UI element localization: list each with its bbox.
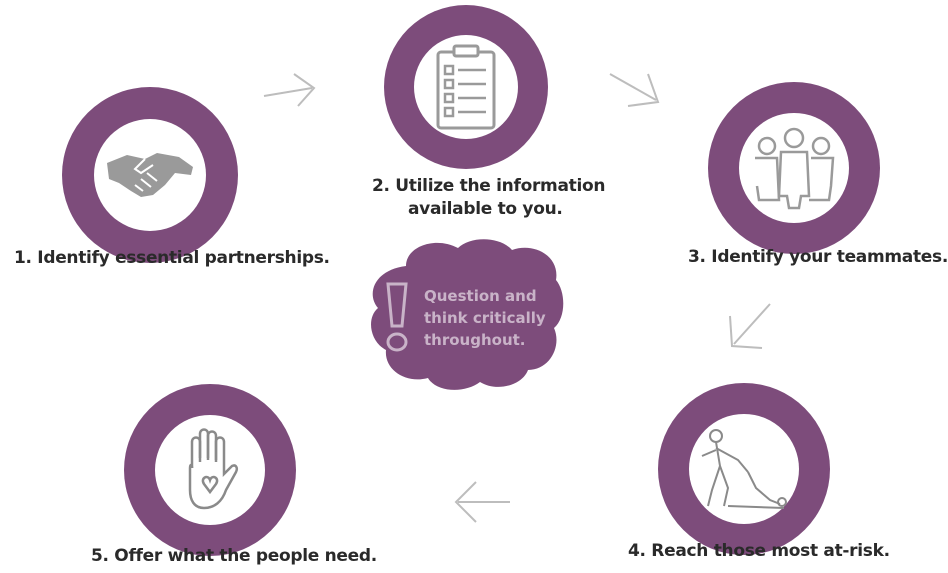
center-line-2: think critically [424,309,546,327]
step-2-circle [384,5,548,169]
arrow-left-icon [454,481,510,523]
step-1-circle [62,87,238,263]
person-reaching-icon [701,429,787,509]
step-3-label: 3. Identify your teammates. [688,247,948,267]
handshake-icon [107,153,193,197]
step-5-label: 5. Offer what the people need. [91,546,377,566]
step-2-label-line1: 2. Utilize the information [372,176,606,196]
step-4-label: 4. Reach those most at-risk. [628,541,890,561]
step-2-label-line2: available to you. [408,199,563,219]
clipboard-checklist-icon [436,44,496,130]
thought-cloud [371,239,564,390]
step-1-label: 1. Identify essential partnerships. [14,248,330,268]
exclamation-icon [386,282,408,352]
arrow-down-left-icon [729,303,771,349]
step-3-inner [739,113,849,223]
center-line-1: Question and [424,287,537,305]
step-5-circle [124,384,296,556]
center-line-3: throughout. [424,331,526,349]
step-1-inner [94,119,206,231]
open-hand-heart-icon [188,428,239,510]
step-3-circle [708,82,880,254]
team-people-icon [755,127,835,210]
arrow-right-icon [263,73,316,107]
step-4-inner [689,414,799,524]
step-5-inner [155,415,265,525]
step-4-circle [658,383,830,555]
arrow-down-right-icon [609,73,660,107]
step-2-inner [414,35,518,139]
